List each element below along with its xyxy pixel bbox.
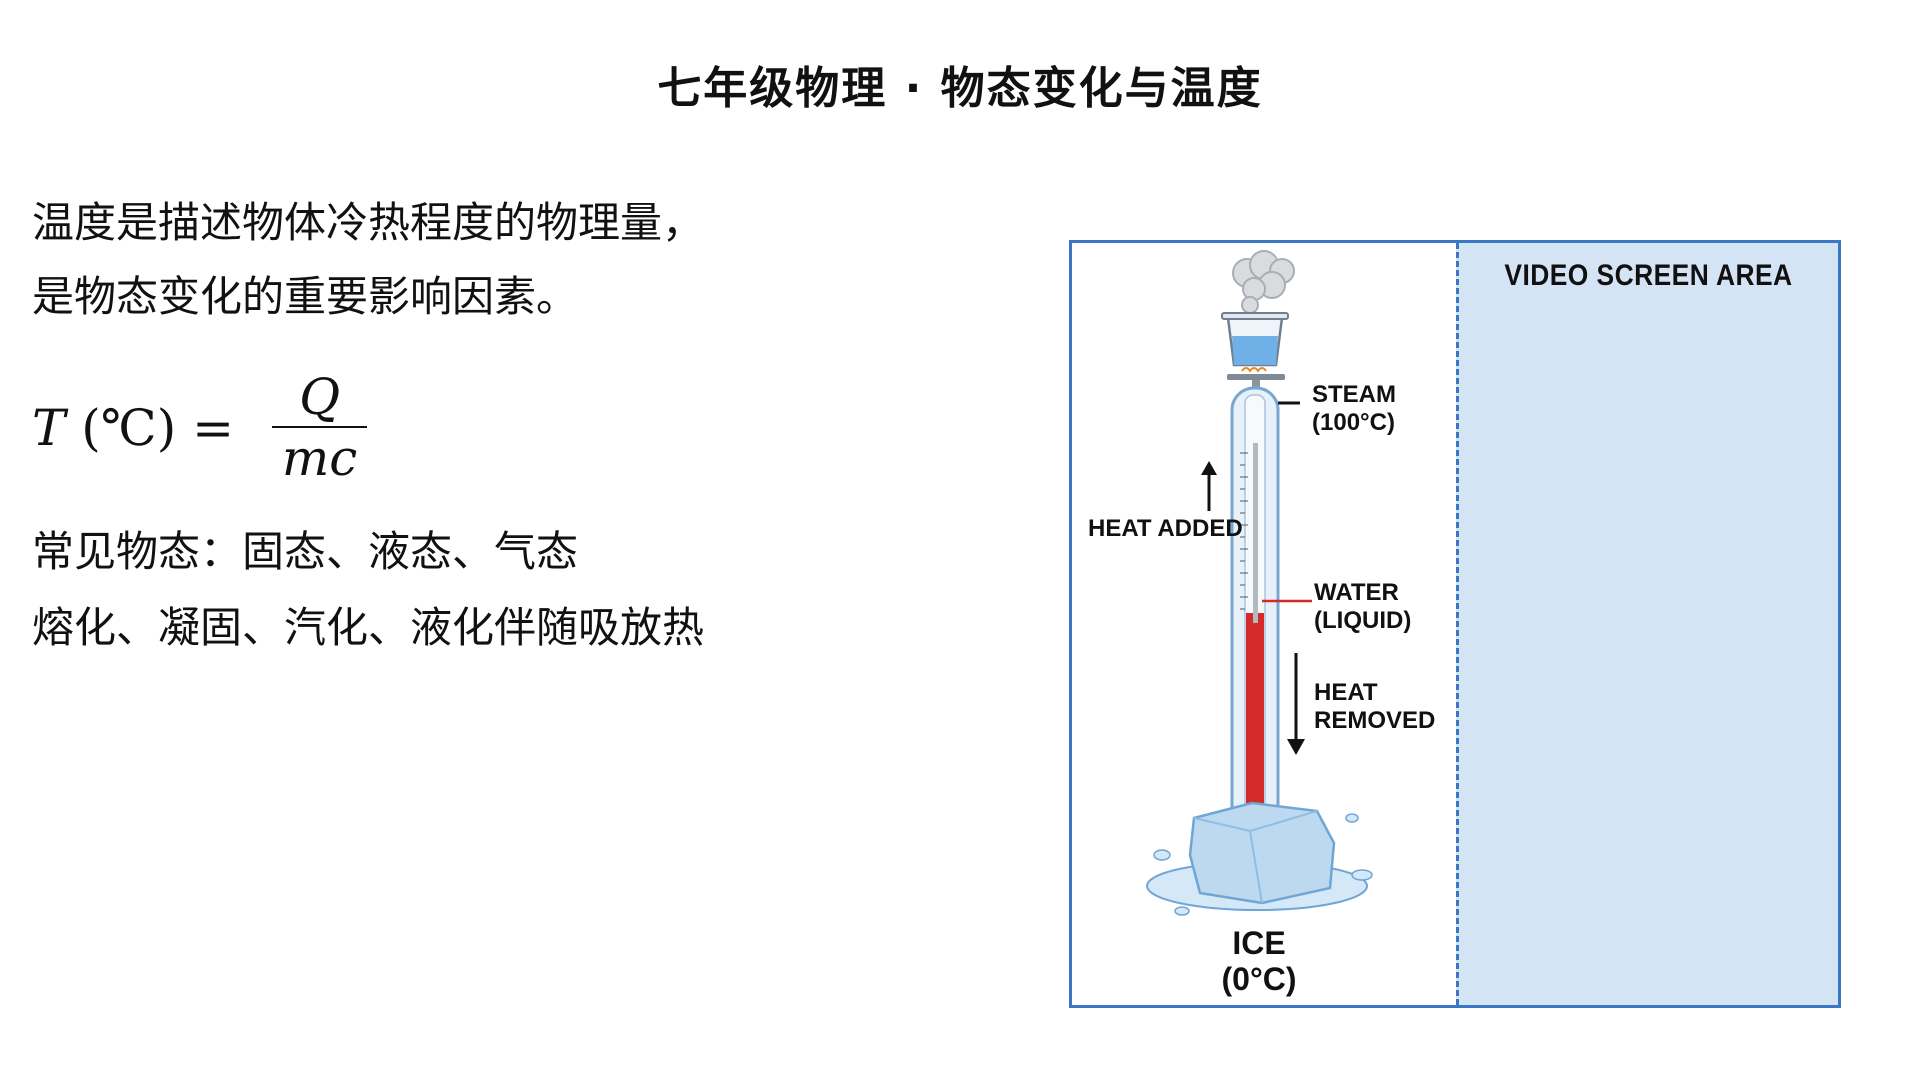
heat-removed-label: HEAT REMOVED (1314, 679, 1435, 735)
heat-added-label: HEAT ADDED (1088, 515, 1243, 542)
content-column: 温度是描述物体冷热程度的物理量， 是物态变化的重要影响因素。 T (℃) = Q… (32, 186, 852, 666)
intro-line-1: 温度是描述物体冷热程度的物理量， (32, 198, 705, 247)
thermometer-scale (1240, 452, 1248, 610)
ice-label-line-2: (0°C) (1221, 961, 1297, 997)
thermometer-tube (1230, 386, 1280, 833)
arrow-up-icon (1201, 461, 1217, 511)
water-label-line-2: (LIQUID) (1314, 607, 1412, 634)
ice-cube-icon (1146, 801, 1373, 916)
formula-variable: T (32, 399, 66, 457)
ice-label: ICE (0°C) (1204, 925, 1314, 997)
ice-label-line-1: ICE (1232, 925, 1286, 961)
mercury-column (1246, 613, 1264, 833)
video-screen-label: VIDEO SCREEN AREA (1504, 259, 1793, 292)
temperature-formula: T (℃) = Q mc (32, 368, 852, 488)
steam-label-line-1: STEAM (1312, 381, 1396, 408)
burner-icon (1227, 367, 1285, 392)
formula-denominator: mc (281, 429, 358, 487)
water-label: WATER (LIQUID) (1314, 579, 1411, 635)
page-title: 七年级物理 · 物态变化与温度 (657, 63, 1263, 114)
states-line-2: 熔化、凝固、汽化、液化伴随吸放热 (32, 603, 705, 652)
steam-label: STEAM (100°C) (1312, 381, 1396, 437)
thermometer-illustration (1146, 250, 1373, 916)
heat-removed-line-1: HEAT (1314, 679, 1378, 706)
states-line-1: 常见物态：固态、液态、气态 (32, 527, 579, 576)
video-screen-area[interactable]: VIDEO SCREEN AREA (1456, 243, 1838, 1005)
intro-line-2: 是物态变化的重要影响因素。 (32, 272, 579, 321)
steam-cloud-icon (1232, 250, 1295, 314)
beaker-icon (1221, 312, 1289, 367)
formula-unit: (℃) = (65, 399, 250, 457)
formula-lhs: T (℃) = (32, 399, 250, 457)
thermometer-figure: VIDEO SCREEN AREA (1069, 240, 1841, 1008)
water-label-line-1: WATER (1314, 579, 1399, 606)
heat-removed-line-2: REMOVED (1314, 707, 1436, 734)
arrow-down-icon (1287, 653, 1305, 755)
formula-numerator: Q (299, 368, 341, 426)
fraction-bar (271, 426, 368, 428)
steam-label-line-2: (100°C) (1312, 409, 1395, 436)
formula-fraction: Q mc (271, 368, 368, 488)
